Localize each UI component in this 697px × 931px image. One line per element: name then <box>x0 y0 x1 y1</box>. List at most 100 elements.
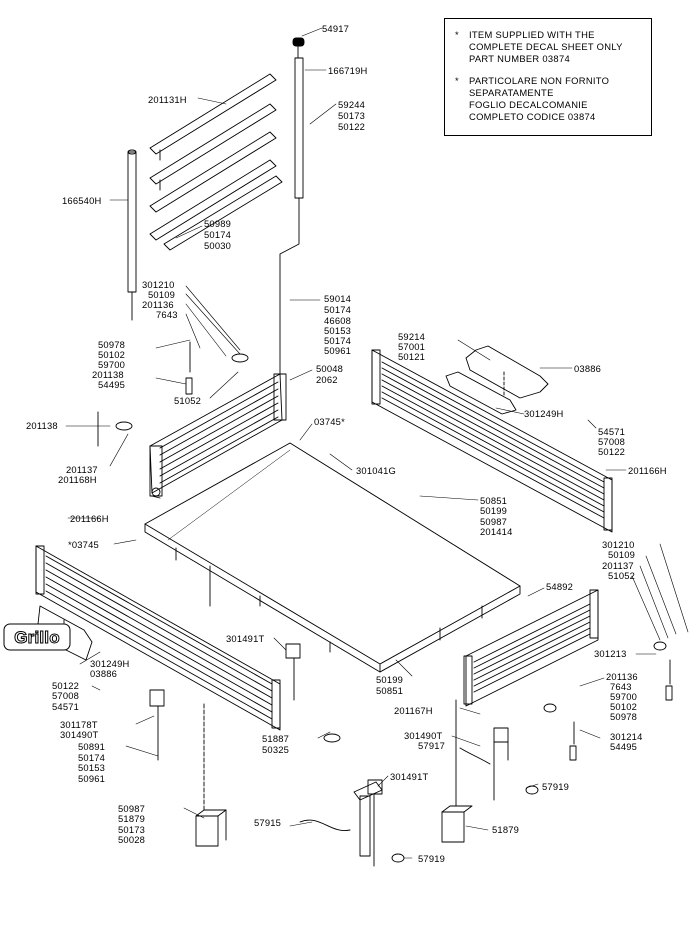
hinge-bracket-front <box>97 341 249 447</box>
callout: 51887 <box>262 733 289 744</box>
note-line: ITEM SUPPLIED WITH THE <box>469 29 595 40</box>
callout: 59014 <box>324 293 351 304</box>
callout: 59244 <box>338 99 365 110</box>
decal-note-it: * PARTICOLARE NON FORNITO SEPARATAMENTE … <box>455 75 645 123</box>
callout: 301490T <box>404 730 442 741</box>
callout: 50199 <box>480 505 507 516</box>
note-line: COMPLETO CODICE 03874 <box>469 111 596 122</box>
callout: 201137 <box>602 560 634 571</box>
callout: 50102 <box>98 349 125 360</box>
callout: 7643 <box>610 681 632 692</box>
callout: 57919 <box>542 781 569 792</box>
callout: 50978 <box>610 711 637 722</box>
stake-pocket-left <box>149 643 301 761</box>
note-line: PARTICOLARE NON FORNITO <box>469 75 610 86</box>
deck-platform <box>144 442 521 673</box>
callout: 201137 <box>66 464 98 475</box>
callout: 50961 <box>324 345 351 356</box>
callout: 50891 <box>78 741 105 752</box>
callout: 301491T <box>226 633 264 644</box>
callout: 301249H <box>524 408 563 419</box>
callout: 201136 <box>142 299 174 310</box>
note-line: PART NUMBER 03874 <box>469 53 570 64</box>
callout: 50153 <box>78 762 105 773</box>
callout: 51879 <box>492 824 519 835</box>
callout: 301490T <box>60 729 98 740</box>
callout: *03745 <box>68 539 99 550</box>
callout: 201167H <box>394 705 433 716</box>
side-gate-right <box>371 349 613 533</box>
callout: 201166H <box>70 513 109 524</box>
side-gate-left <box>35 545 281 731</box>
tail-gate <box>463 589 599 707</box>
callout: 50325 <box>262 744 289 755</box>
lower-bracket-right <box>441 699 473 843</box>
callout: 2062 <box>316 374 338 385</box>
callout: 50961 <box>78 773 105 784</box>
callout: 51879 <box>118 813 145 824</box>
callout: 59700 <box>98 359 125 370</box>
headache-rack-bars <box>149 73 283 251</box>
callout: 59214 <box>398 331 425 342</box>
callout: 57919 <box>418 853 445 864</box>
leader-lines <box>65 27 689 859</box>
callout: 301213 <box>594 648 626 659</box>
callout: 50122 <box>338 121 365 132</box>
note-marker: * <box>455 29 459 40</box>
callout: 301210 <box>602 539 634 550</box>
note-line: FOGLIO DECALCOMANIE <box>469 99 588 110</box>
callout: 50851 <box>376 685 403 696</box>
callout: 50989 <box>204 218 231 229</box>
callout: 201138 <box>26 420 58 431</box>
callout: 50121 <box>398 351 425 362</box>
callout: 201136 <box>606 671 638 682</box>
lower-bracket-left <box>195 703 227 847</box>
callout: 301178T <box>60 719 98 730</box>
callout: 50987 <box>118 803 145 814</box>
callout: 54571 <box>52 701 79 712</box>
callout: 50199 <box>376 674 403 685</box>
callout: 166540H <box>62 195 101 206</box>
rear-upright-left <box>127 149 137 293</box>
hinge-bracket-rear <box>543 641 673 761</box>
callout: 50122 <box>598 446 625 457</box>
callout: 50174 <box>204 229 231 240</box>
callout: 54571 <box>598 426 625 437</box>
callout: 57001 <box>398 341 425 352</box>
support-leg-center <box>353 779 383 867</box>
callout: 201138 <box>92 369 124 380</box>
callout: 59700 <box>610 691 637 702</box>
callout: 201166H <box>628 465 667 476</box>
callout: 54495 <box>610 741 637 752</box>
callout: 301214 <box>610 731 642 742</box>
callout: 50987 <box>480 516 507 527</box>
note-line: COMPLETE DECAL SHEET ONLY <box>469 41 623 52</box>
decal-note-box: * ITEM SUPPLIED WITH THE COMPLETE DECAL … <box>444 18 652 136</box>
callout: 50030 <box>204 240 231 251</box>
callout: 51052 <box>608 570 635 581</box>
callout: 51052 <box>174 395 201 406</box>
callout: 50978 <box>98 339 125 350</box>
callout: 301491T <box>390 771 428 782</box>
callout: 50174 <box>324 304 351 315</box>
callout: 301210 <box>142 279 174 290</box>
callout: 301041G <box>356 465 396 476</box>
callout: 54917 <box>322 23 349 34</box>
callout: 03886 <box>90 668 117 679</box>
callout-labels: 54917 166719H 201131H 59244 50173 50122 … <box>26 23 667 864</box>
callout: 46608 <box>324 315 351 326</box>
callout: 50048 <box>316 363 343 374</box>
logo-text: Grillo <box>14 628 60 647</box>
callout: 57915 <box>254 817 281 828</box>
callout: 201168H <box>58 474 97 485</box>
grillo-logo-decal: Grillo <box>3 623 71 651</box>
callout: 201414 <box>480 526 512 537</box>
callout: 201131H <box>148 94 187 105</box>
callout: 50028 <box>118 834 145 845</box>
rear-upright-right <box>131 37 305 375</box>
callout: 57008 <box>52 690 79 701</box>
callout: 7643 <box>156 309 178 320</box>
callout: 50174 <box>78 752 105 763</box>
callout: 50102 <box>610 701 637 712</box>
